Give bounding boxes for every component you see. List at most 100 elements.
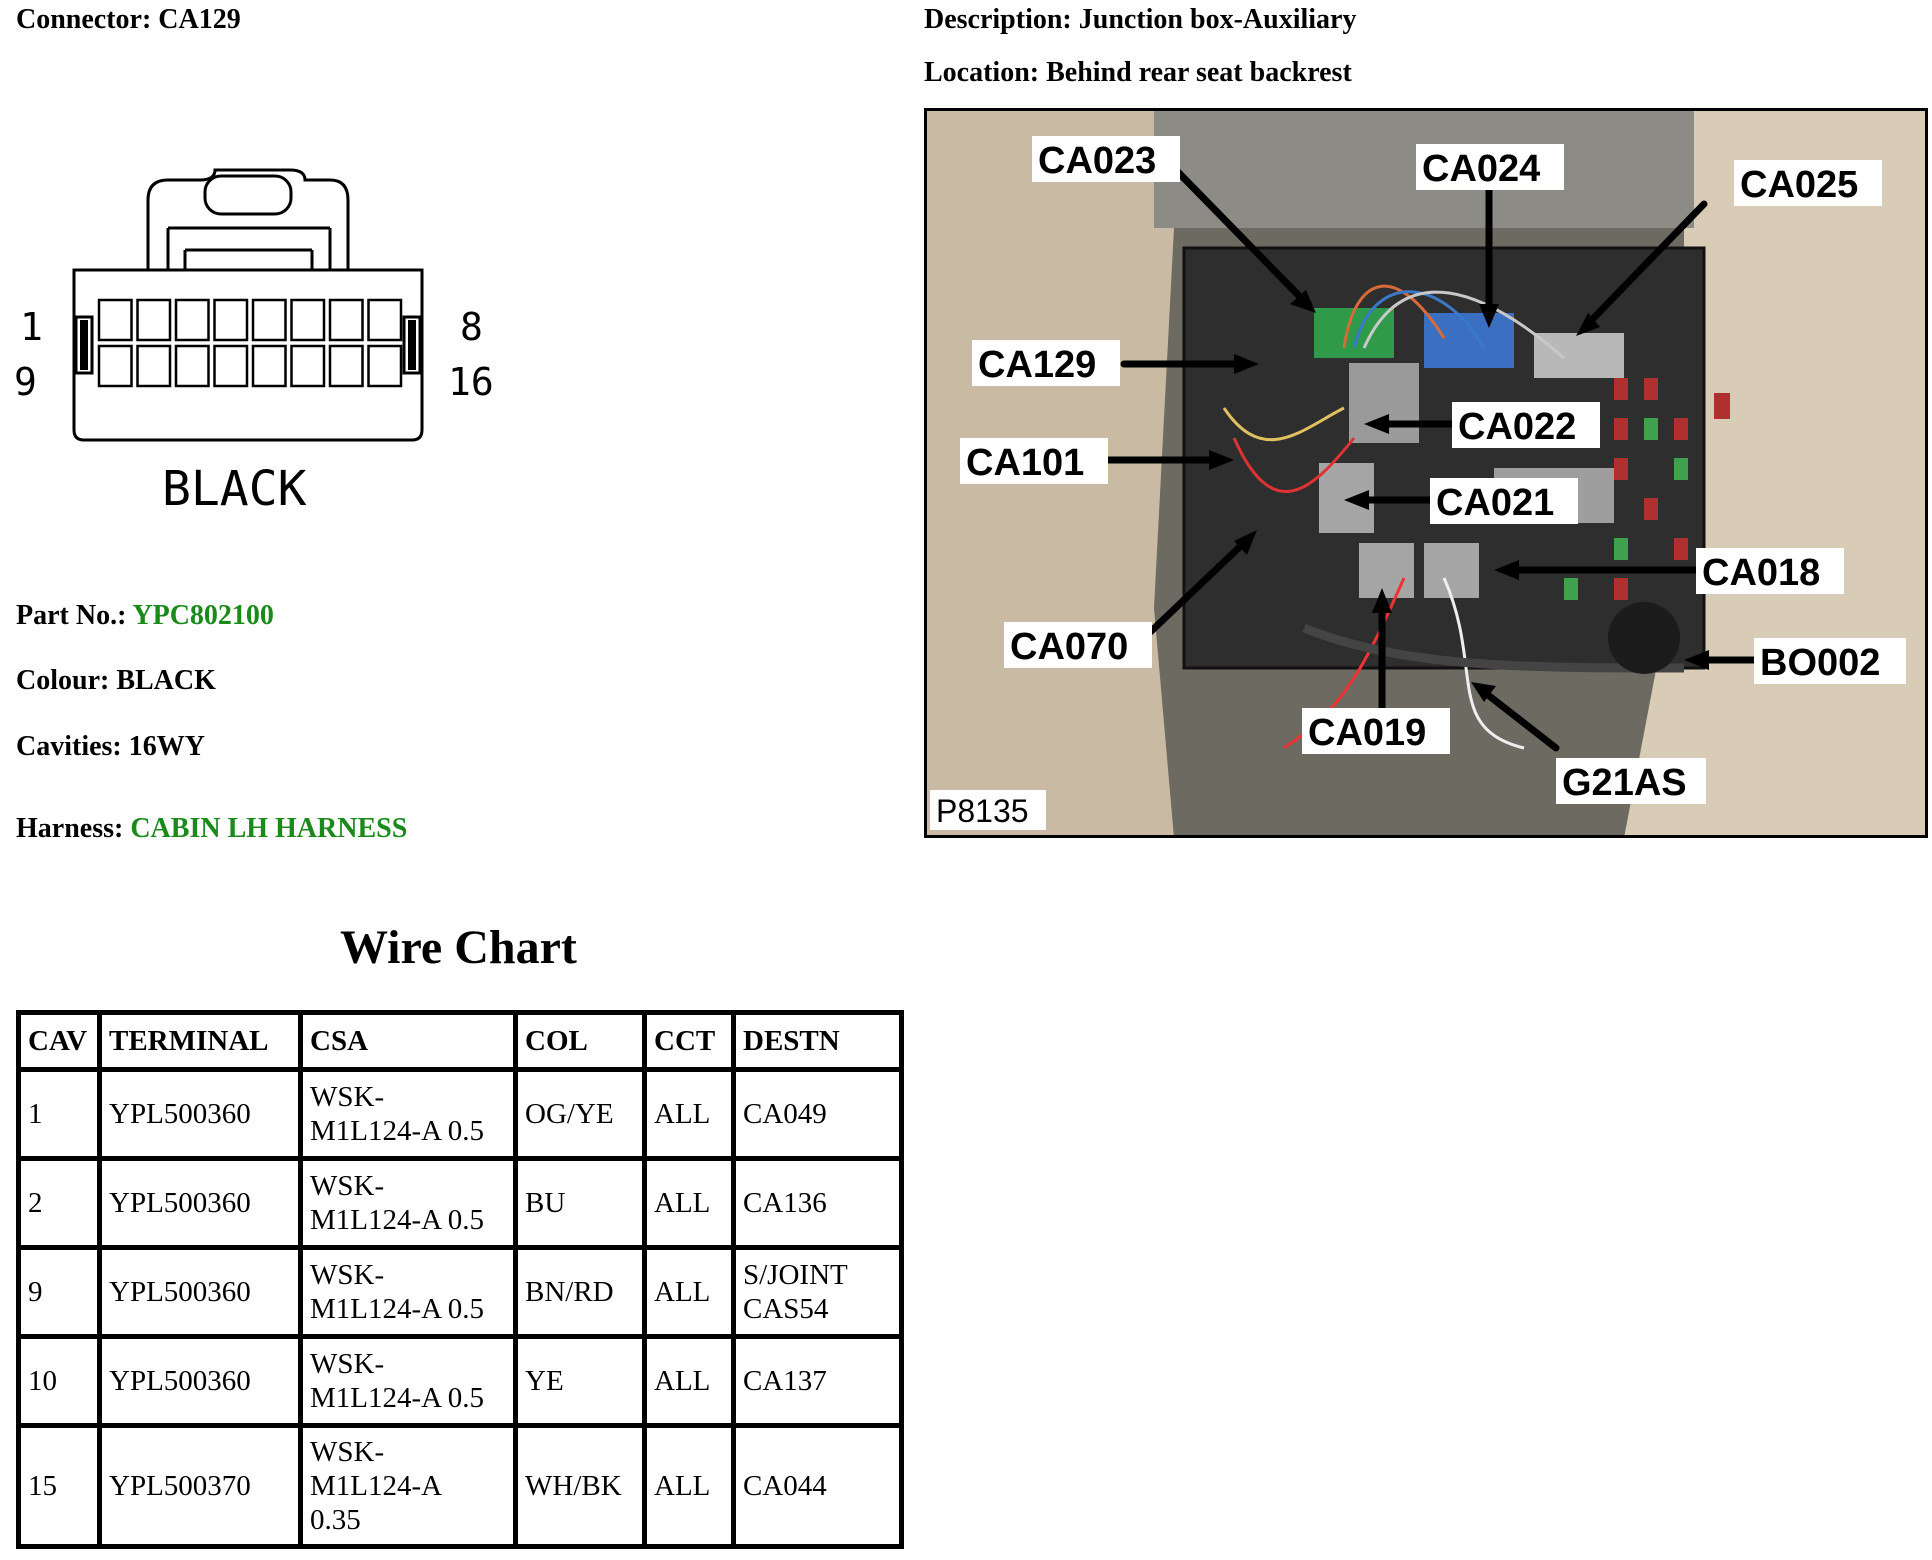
connector-label: Connector: CA129 — [16, 4, 241, 35]
destn-line: CA049 — [743, 1098, 827, 1130]
csa-line: M1L124-A 0.5 — [310, 1382, 484, 1414]
pin-1-label: 1 — [20, 305, 43, 349]
part-number-row: Part No.: YPC802100 — [16, 600, 274, 632]
cell-terminal: YPL500360 — [97, 1156, 303, 1250]
cell-terminal: YPL500360 — [97, 1245, 303, 1339]
cell-col: WH/BK — [513, 1423, 647, 1549]
connector-cavity — [174, 298, 210, 342]
cell-csa: WSK-M1L124-A 0.5 — [298, 1067, 518, 1161]
header-cav: CAV — [16, 1010, 102, 1072]
colour-row: Colour: BLACK — [16, 665, 216, 697]
destn-line: CA137 — [743, 1365, 827, 1397]
cell-cct: ALL — [642, 1067, 736, 1161]
callout-ca024: CA024 — [1422, 148, 1540, 190]
csa-line: WSK- — [310, 1081, 385, 1113]
cell-col: BN/RD — [513, 1245, 647, 1339]
header-col: COL — [513, 1010, 647, 1072]
cell-terminal: YPL500370 — [97, 1423, 303, 1549]
cell-cav: 10 — [16, 1334, 102, 1428]
cell-terminal: YPL500360 — [97, 1334, 303, 1428]
cell-cct: ALL — [642, 1423, 736, 1549]
cell-csa: WSK-M1L124-A 0.5 — [298, 1334, 518, 1428]
callout-ca025: CA025 — [1740, 164, 1858, 206]
connector-cavity — [290, 298, 326, 342]
callout-bo002: BO002 — [1760, 642, 1880, 684]
csa-line: M1L124-A 0.5 — [310, 1293, 484, 1325]
cell-csa: WSK-M1L124-A 0.5 — [298, 1156, 518, 1250]
photo-reference: P8135 — [936, 793, 1029, 829]
cell-destn: CA136 — [731, 1156, 904, 1250]
cell-cav: 1 — [16, 1067, 102, 1161]
connector-cavity — [97, 298, 133, 342]
harness-label: Harness: — [16, 813, 124, 844]
cell-destn: CA044 — [731, 1423, 904, 1549]
header-terminal: TERMINAL — [97, 1010, 303, 1072]
pin-8-label: 8 — [460, 305, 483, 349]
csa-line: WSK- — [310, 1170, 385, 1202]
cavities-label: Cavities: — [16, 731, 122, 762]
cell-terminal: YPL500360 — [97, 1067, 303, 1161]
connector-cavity — [136, 344, 172, 388]
csa-line: 0.35 — [310, 1504, 361, 1536]
header-destn: DESTN — [731, 1010, 904, 1072]
cell-cct: ALL — [642, 1245, 736, 1339]
callout-ca070: CA070 — [1010, 626, 1128, 668]
cell-cav: 9 — [16, 1245, 102, 1339]
callout-g21as: G21AS — [1562, 762, 1687, 804]
colour-label: Colour: — [16, 665, 110, 696]
connector-cavity — [251, 298, 287, 342]
cell-col: BU — [513, 1156, 647, 1250]
callout-ca018: CA018 — [1702, 552, 1820, 594]
cell-col: YE — [513, 1334, 647, 1428]
destn-line: CAS54 — [743, 1293, 829, 1325]
callout-ca019: CA019 — [1308, 712, 1426, 754]
harness-link[interactable]: CABIN LH HARNESS — [130, 813, 408, 844]
destn-line: CA044 — [743, 1470, 827, 1502]
callout-ca129: CA129 — [978, 344, 1096, 386]
callout-ca021: CA021 — [1436, 482, 1554, 524]
connector-cavity — [251, 344, 287, 388]
connector-cavity — [328, 298, 364, 342]
cell-destn: CA137 — [731, 1334, 904, 1428]
pin-16-label: 16 — [448, 360, 494, 404]
callout-ca101: CA101 — [966, 442, 1084, 484]
connector-cavity — [97, 344, 133, 388]
header-csa: CSA — [298, 1010, 518, 1072]
colour-value: BLACK — [116, 665, 216, 696]
connector-cavity — [136, 298, 172, 342]
callout-ca022: CA022 — [1458, 406, 1576, 448]
location-photo: CA023 CA024 CA025 CA129 CA022 CA101 CA02… — [924, 108, 1928, 838]
location-label: Location: Behind rear seat backrest — [924, 57, 1352, 88]
cell-cct: ALL — [642, 1156, 736, 1250]
part-number-link[interactable]: YPC802100 — [132, 600, 274, 631]
connector-cavity — [213, 298, 249, 342]
header-cct: CCT — [642, 1010, 736, 1072]
connector-cavity — [367, 298, 403, 342]
connector-colour-caption: BLACK — [162, 461, 307, 517]
connector-cavity — [290, 344, 326, 388]
destn-line: CA136 — [743, 1187, 827, 1219]
cell-cav: 2 — [16, 1156, 102, 1250]
csa-line: WSK- — [310, 1259, 385, 1291]
csa-line: M1L124-A 0.5 — [310, 1115, 484, 1147]
cavities-row: Cavities: 16WY — [16, 731, 205, 763]
cell-cct: ALL — [642, 1334, 736, 1428]
connector-cavity — [174, 344, 210, 388]
description-label: Description: Junction box-Auxiliary — [924, 4, 1357, 35]
cell-cav: 15 — [16, 1423, 102, 1549]
cell-csa: WSK-M1L124-A 0.5 — [298, 1245, 518, 1339]
csa-line: M1L124-A — [310, 1470, 443, 1502]
callout-ca023: CA023 — [1038, 140, 1156, 182]
connector-face-diagram: 1 9 8 16 BLACK — [14, 168, 494, 517]
harness-row: Harness: CABIN LH HARNESS — [16, 813, 407, 845]
csa-line: WSK- — [310, 1436, 385, 1468]
wire-chart-title: Wire Chart — [340, 921, 577, 974]
cell-destn: CA049 — [731, 1067, 904, 1161]
connector-cavity — [367, 344, 403, 388]
